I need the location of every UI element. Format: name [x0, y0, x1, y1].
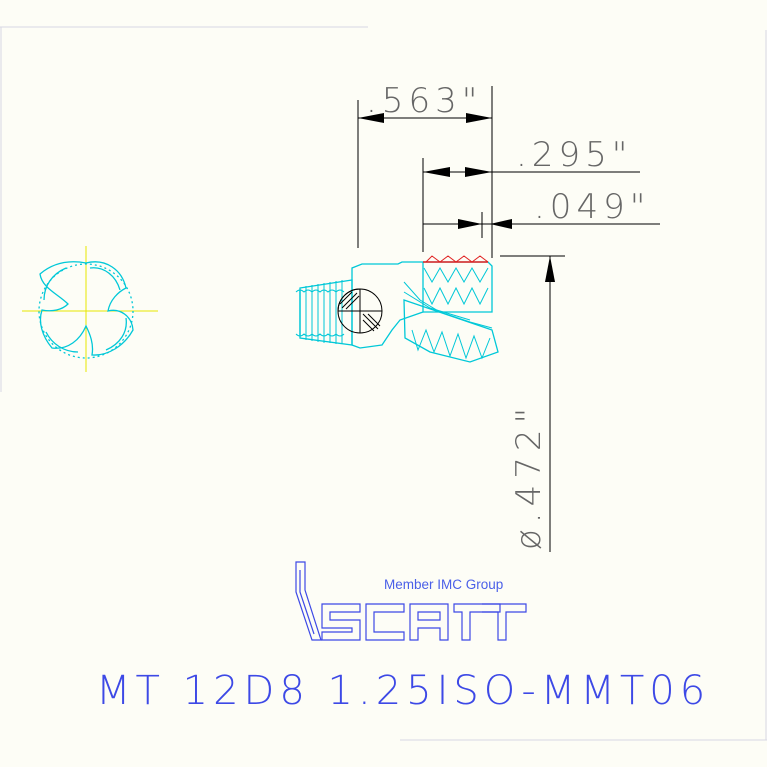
part-number-title: MT 12D8 1.25ISO-MMT06	[96, 668, 711, 714]
dim-offset: .049"	[534, 187, 650, 227]
thread-shank	[295, 280, 345, 344]
dim-insert-length: .295"	[516, 135, 632, 175]
side-view	[295, 255, 499, 363]
dimension-arrows	[358, 113, 555, 282]
frame-lines	[0, 26, 767, 741]
member-imc-group-text: Member IMC Group	[384, 577, 504, 592]
iscar-logo	[295, 561, 527, 641]
head-teeth	[403, 266, 493, 360]
section-circle	[337, 288, 383, 334]
dim-diameter: ø.472"	[509, 402, 549, 550]
end-view	[22, 246, 158, 372]
flute-profile	[38, 261, 134, 359]
dim-overall-length: .563"	[366, 81, 482, 121]
center-lines	[22, 246, 158, 372]
